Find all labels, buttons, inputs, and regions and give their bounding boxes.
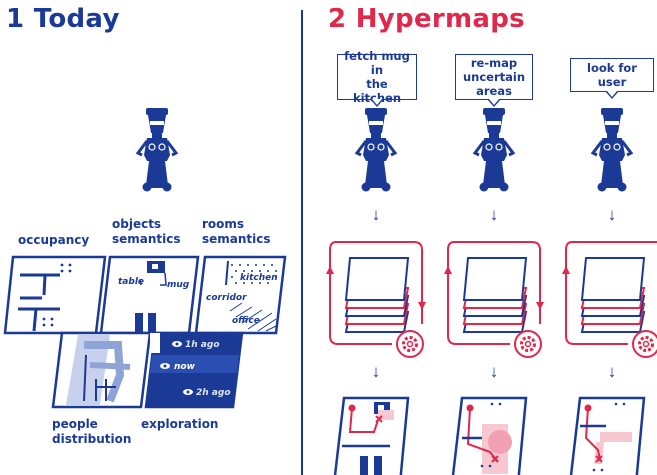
exploration-layer: 1h ago now 2h ago (144, 331, 244, 409)
eye-icon (160, 363, 170, 369)
label-rooms-line2: semantics (202, 232, 271, 246)
objects-semantics-layer: table mug (99, 255, 200, 335)
map-text-kitchen: kitchen (240, 273, 278, 283)
hypermap-stack-1 (326, 241, 426, 358)
map-text-table: table (118, 277, 144, 287)
task-2-line1: re-map (470, 56, 518, 70)
label-exploration: exploration (141, 417, 219, 431)
task-bubble-look-for-user: look for user (570, 58, 654, 99)
occupancy-layer (3, 255, 107, 335)
section-divider (301, 10, 303, 475)
gear-icon (632, 330, 657, 358)
task-map-1 (333, 396, 410, 475)
task-2-line3: areas (476, 84, 512, 98)
robot-icon (472, 108, 516, 192)
section-title-today: 1 Today (6, 4, 120, 34)
label-occupancy: occupancy (18, 233, 90, 247)
hypermap-stack-3 (562, 241, 657, 358)
label-people-line1: people (52, 417, 98, 431)
map-text-mug: mug (167, 280, 190, 290)
section-title-hypermaps: 2 Hypermaps (328, 4, 525, 34)
label-people-distribution: people distribution (52, 417, 131, 447)
task-2-line2: uncertain (462, 70, 526, 84)
map-text-1h-ago: 1h ago (185, 340, 220, 350)
robot-icon (354, 108, 398, 192)
layered-map-today: table mug kitchen corridor office (3, 255, 287, 409)
down-arrow-icon: ↓ (607, 362, 617, 381)
label-people-line2: distribution (52, 432, 132, 446)
task-3-line1: look for user (587, 61, 637, 89)
map-text-corridor: corridor (206, 293, 247, 303)
people-distribution-layer (51, 331, 152, 409)
map-text-2h-ago: 2h ago (196, 388, 231, 398)
map-text-office: office (232, 316, 260, 326)
label-rooms-line1: rooms (202, 217, 245, 231)
task-1-line1: fetch mug in (344, 49, 410, 77)
eye-icon (172, 341, 182, 347)
task-map-3 (569, 396, 646, 475)
label-objects-line1: objects (112, 217, 162, 231)
down-arrow-icon: ↓ (489, 362, 499, 381)
task-1-line2: the kitchen (352, 77, 402, 105)
down-arrow-icon: ↓ (607, 205, 617, 224)
down-arrow-icon: ↓ (371, 362, 381, 381)
eye-icon (183, 389, 193, 395)
label-rooms-semantics: rooms semantics (202, 217, 271, 247)
hypermap-stack-2 (444, 241, 544, 358)
label-objects-semantics: objects semantics (112, 217, 181, 247)
gear-icon (514, 330, 542, 358)
down-arrow-icon: ↓ (489, 205, 499, 224)
rooms-semantics-layer: kitchen corridor office (194, 255, 287, 335)
down-arrow-icon: ↓ (371, 205, 381, 224)
label-objects-line2: semantics (112, 232, 181, 246)
map-text-now: now (174, 362, 196, 372)
robot-icon (135, 108, 179, 192)
task-bubble-fetch-mug: fetch mug in the kitchen (337, 49, 417, 107)
gear-icon (396, 330, 424, 358)
task-map-2 (451, 396, 528, 475)
robot-icon (590, 108, 634, 192)
task-bubble-remap: re-map uncertain areas (455, 54, 533, 107)
